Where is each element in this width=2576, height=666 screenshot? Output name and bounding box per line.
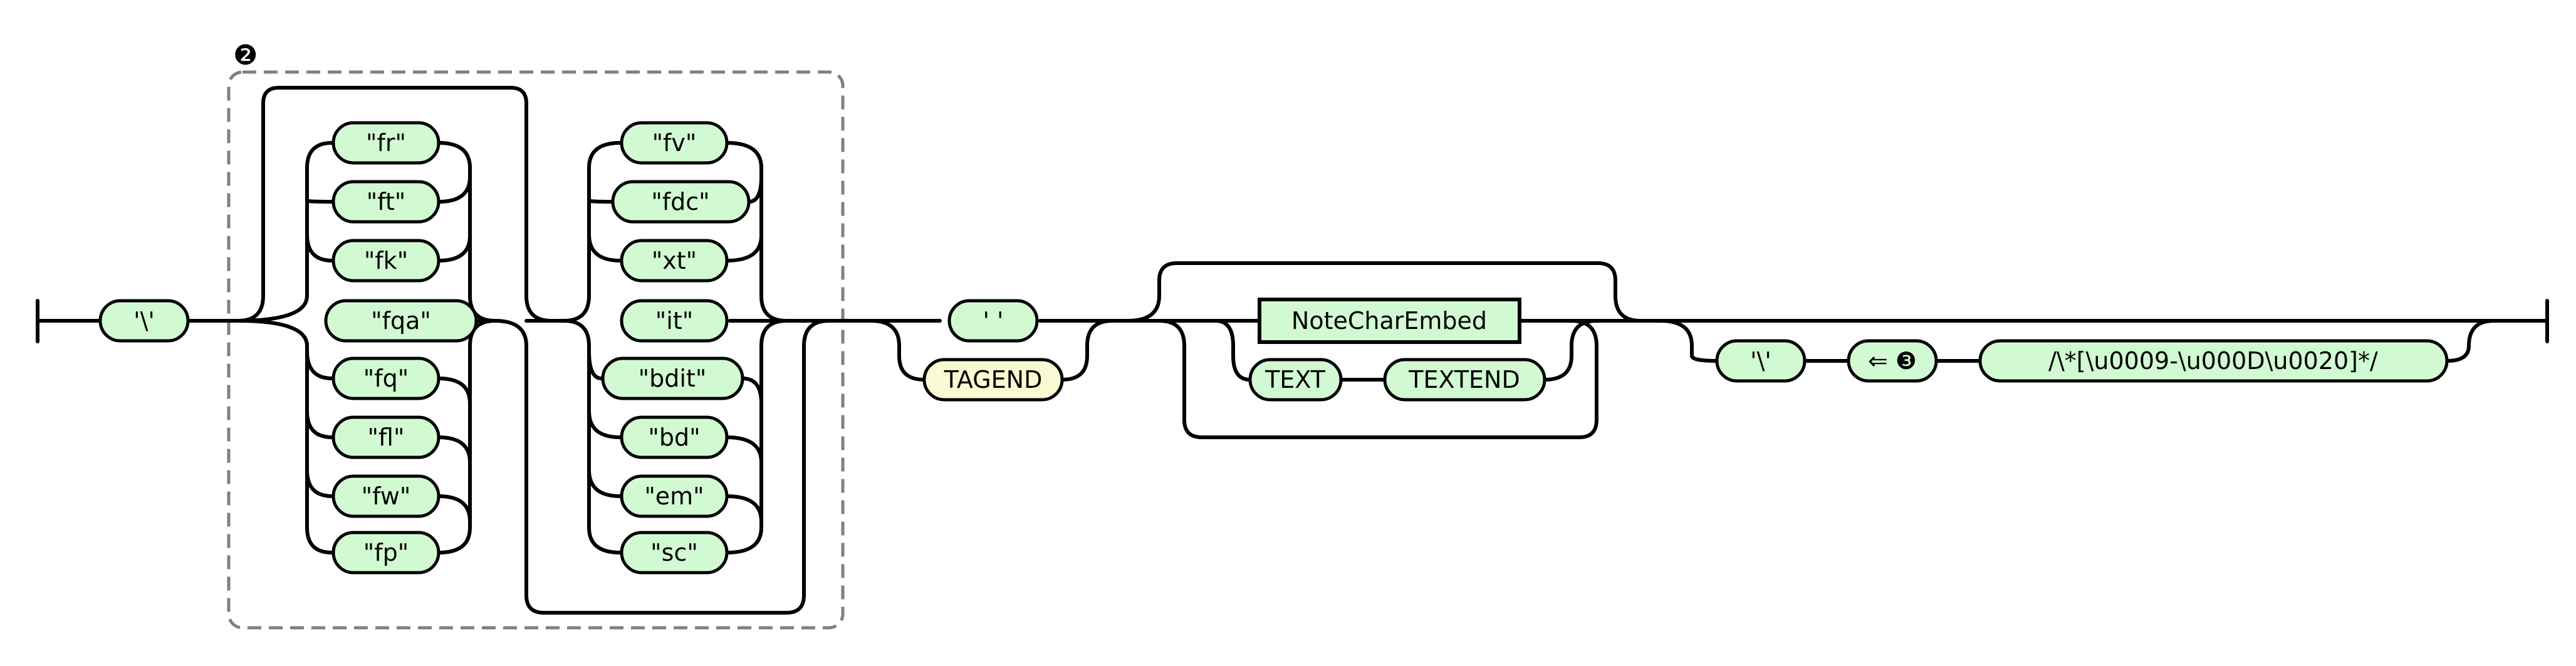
term-em-label: "em" — [644, 482, 704, 510]
term-fk — [331, 239, 441, 283]
right-column: "fv" "fdc" "xt" "it" "bdit" "bd" "em" "s… — [601, 121, 751, 575]
term-xt — [620, 239, 729, 283]
term-fq-label: "fq" — [363, 365, 409, 392]
space-terminal — [947, 299, 1039, 343]
group-box — [227, 70, 845, 630]
term-fp-label: "fp" — [363, 539, 409, 566]
term-sc — [620, 531, 729, 575]
term-it-label: "it" — [655, 307, 693, 335]
lookbehind-label: ⇐ ❸ — [1868, 347, 1917, 375]
text-label: TEXT — [1265, 366, 1326, 393]
term-fv-label: "fv" — [652, 129, 697, 157]
term-fr — [331, 121, 441, 165]
term-em — [620, 474, 729, 518]
term-fr-label: "fr" — [366, 129, 406, 157]
term-fqa-label: "fqa" — [371, 307, 431, 335]
term-fqa — [324, 299, 478, 343]
rails — [36, 86, 2549, 615]
term-it — [620, 299, 729, 343]
space-label: ' ' — [983, 307, 1004, 335]
term-fv — [620, 121, 729, 165]
left-column: "fr" "ft" "fk" "fqa" "fq" "fl" "fw" "fp" — [324, 121, 478, 575]
start-backslash-label: '\' — [133, 307, 155, 335]
term-xt-label: "xt" — [652, 247, 697, 274]
end-backslash-terminal — [1715, 339, 1807, 383]
text-terminal — [1248, 358, 1343, 402]
group-marker: ❷ — [233, 39, 258, 71]
term-ft — [331, 180, 441, 224]
lookbehind-terminal — [1847, 339, 1938, 383]
regex-terminal — [1978, 339, 2449, 383]
textend-label: TEXTEND — [1408, 366, 1520, 393]
term-ft-label: "ft" — [367, 188, 406, 216]
note-char-embed-label: NoteCharEmbed — [1291, 307, 1487, 335]
term-fl-label: "fl" — [368, 424, 405, 451]
regex-label: /\*[\u0009-\u000D\u0020]*/ — [2048, 347, 2378, 375]
tagend-label: TAGEND — [944, 366, 1043, 393]
tagend-terminal — [922, 358, 1064, 402]
term-bdit-label: "bdit" — [639, 365, 707, 392]
term-fp — [331, 531, 441, 575]
term-fl — [331, 415, 441, 459]
start-backslash-terminal — [98, 299, 190, 343]
term-bdit — [601, 356, 744, 400]
textend-terminal — [1383, 358, 1546, 402]
term-fw-label: "fw" — [362, 482, 411, 510]
term-bd — [620, 415, 729, 459]
term-sc-label: "sc" — [650, 539, 698, 566]
term-bd-label: "bd" — [648, 424, 700, 451]
term-fdc-label: "fdc" — [651, 188, 709, 216]
term-fk-label: "fk" — [364, 247, 408, 274]
note-char-embed-nonterminal — [1258, 298, 1521, 344]
term-fw — [331, 474, 441, 518]
term-fdc — [611, 180, 751, 224]
term-fq — [331, 356, 441, 400]
end-backslash-label: '\' — [1750, 347, 1771, 375]
